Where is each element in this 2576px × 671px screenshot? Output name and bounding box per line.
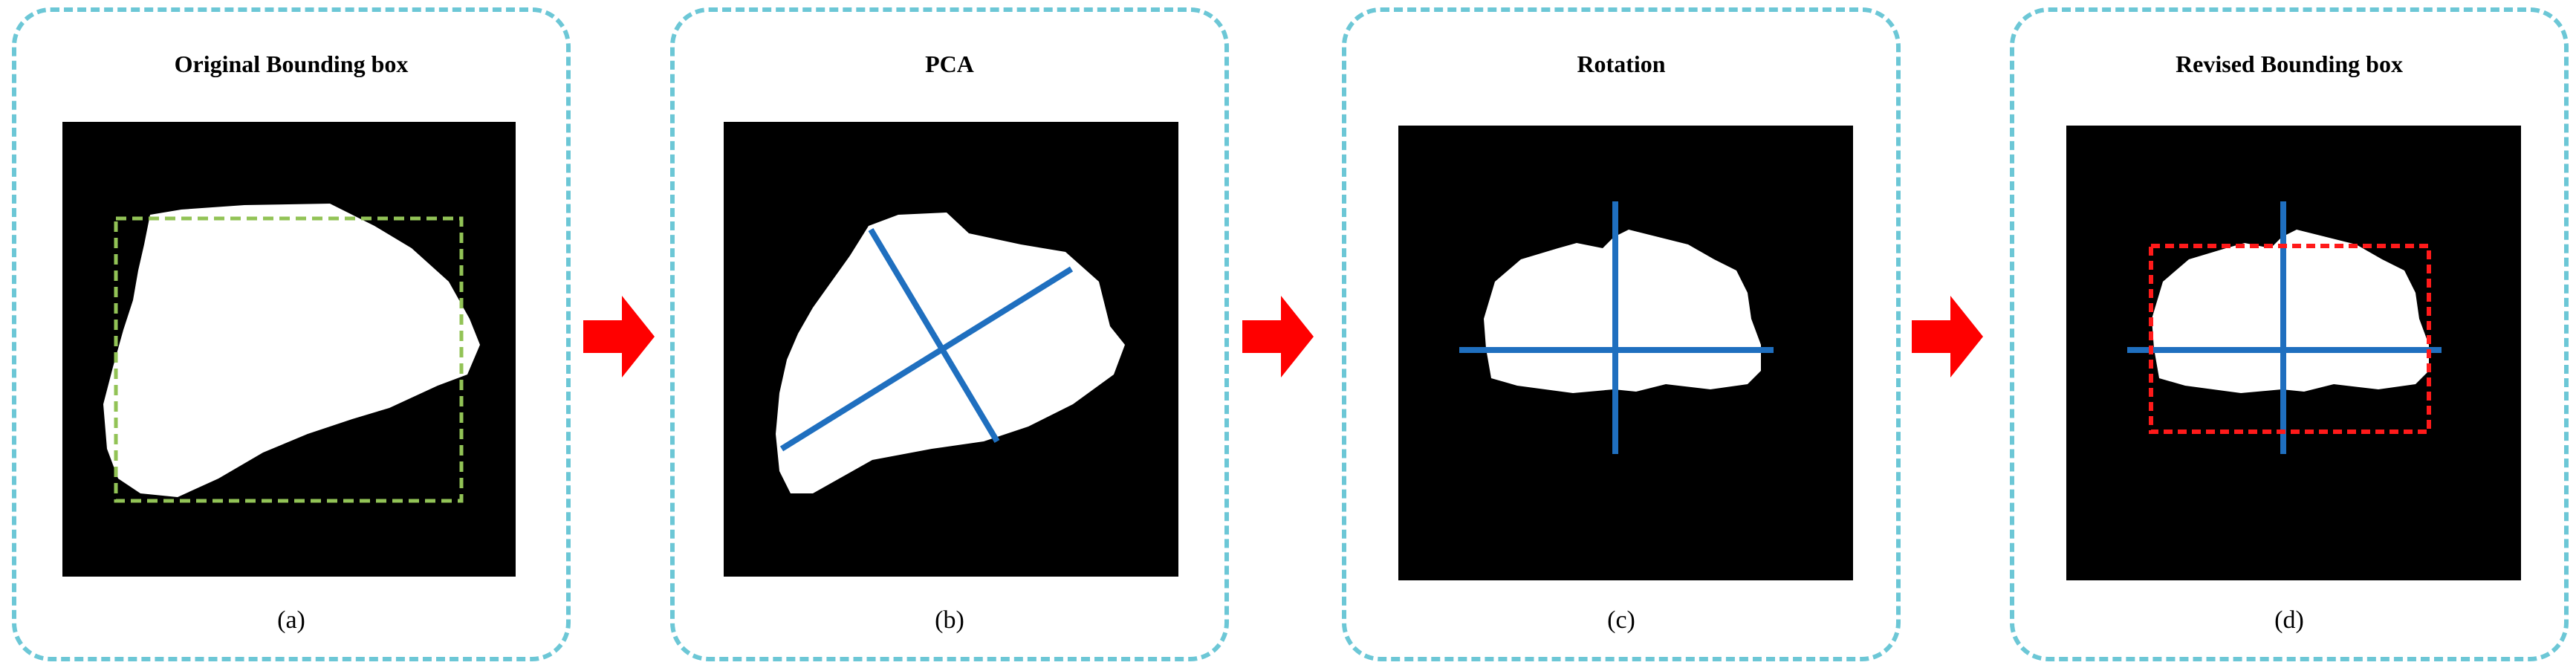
panel-title: Original Bounding box [174,51,409,77]
panel-caption: (c) [1607,606,1635,634]
object-mask [103,204,480,497]
panel-caption: (d) [2274,606,2304,634]
mask-svg [776,213,1125,493]
mask-image [2066,126,2521,580]
right-arrow-icon [1242,296,1314,377]
panel-pca: PCA (b) [670,7,1229,661]
object-mask [1484,230,1761,393]
mask-image [1398,126,1853,580]
panel-title: Revised Bounding box [2176,51,2403,77]
mask-image [724,122,1178,577]
panel-revised-bounding-box: Revised Bounding box (d) [2010,7,2569,661]
original-bounding-box [114,216,464,503]
panel-title: PCA [925,51,974,77]
object-mask [2152,230,2429,393]
object-mask [776,213,1125,493]
mask-svg [2127,201,2442,454]
pca-major-axis [779,266,1074,452]
panel-caption: (a) [277,606,305,634]
mask-svg [103,204,480,503]
panel-caption: (b) [935,606,964,634]
revised-bounding-box [2149,244,2431,434]
pca-minor-axis [868,227,1000,444]
panel-title: Rotation [1577,51,1666,77]
right-arrow-icon [1912,296,1983,377]
mask-image [62,122,516,577]
right-arrow-icon [583,296,655,377]
panel-original-bounding-box: Original Bounding box (a) [12,7,571,661]
mask-svg [1459,201,1774,454]
panel-rotation: Rotation (c) [1342,7,1901,661]
